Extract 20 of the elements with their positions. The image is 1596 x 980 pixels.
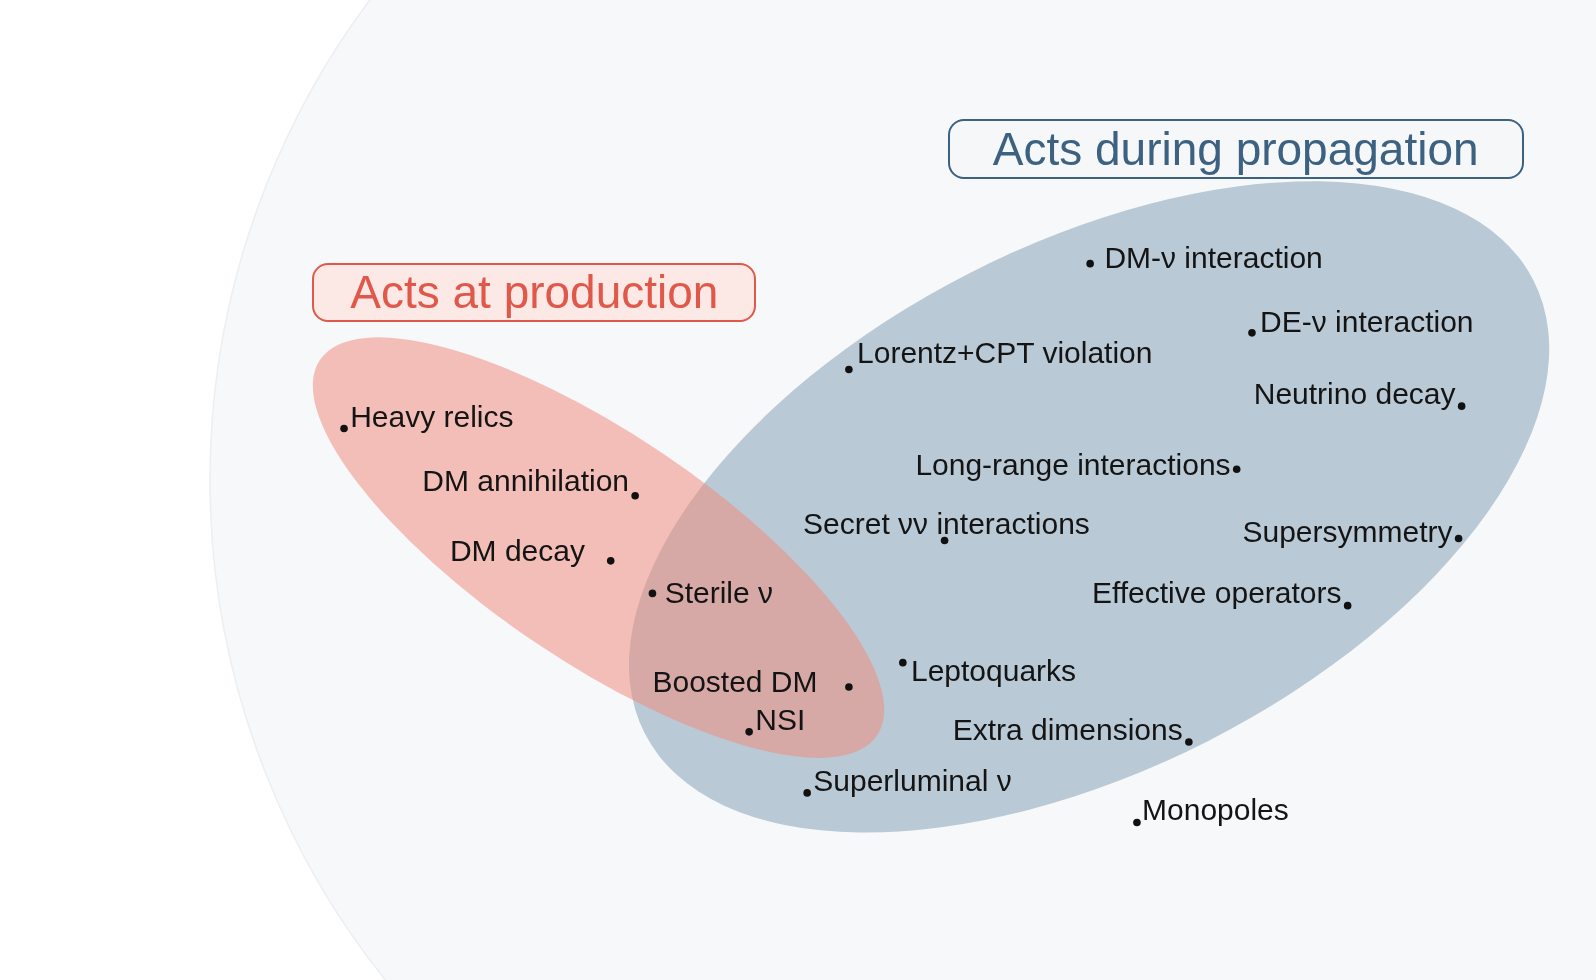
item-label: DM annihilation	[422, 466, 630, 497]
item-label: Heavy relics	[350, 402, 514, 433]
item-label: Sterile ν	[664, 578, 774, 609]
item-label: Superluminal ν	[813, 765, 1012, 796]
item-label: DM decay	[449, 535, 585, 566]
item-label: Monopoles	[1142, 795, 1289, 826]
item-label: Leptoquarks	[910, 655, 1077, 686]
item-label: Secret νν interactions	[803, 509, 1090, 540]
item-label: Supersymmetry	[1242, 517, 1453, 548]
item-label: Long-range interactions	[915, 450, 1231, 481]
item-label: Boosted DM	[652, 666, 818, 697]
item-label: Neutrino decay	[1253, 378, 1456, 409]
title-box: Acts at production	[312, 262, 757, 322]
title-box: Acts during propagation	[947, 119, 1524, 180]
item-label: NSI	[755, 704, 806, 735]
item-label: Lorentz+CPT violation	[857, 338, 1153, 369]
item-label: DM-ν interaction	[1104, 242, 1323, 273]
item-label: DE-ν interaction	[1260, 306, 1474, 337]
item-label: Effective operators	[1091, 578, 1342, 609]
item-label: Extra dimensions	[952, 714, 1183, 745]
